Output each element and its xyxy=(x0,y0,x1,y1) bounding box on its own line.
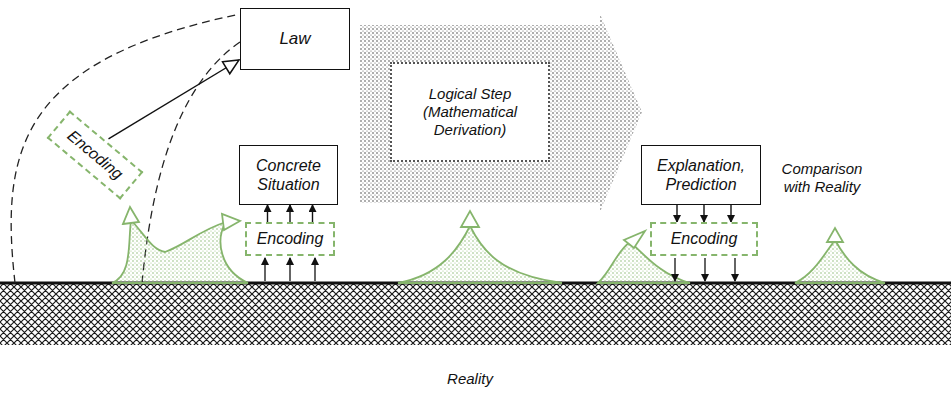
mound-arrowhead xyxy=(222,214,240,230)
node-text: Explanation, Prediction xyxy=(650,156,752,194)
connector xyxy=(268,205,313,222)
mound-arrowhead xyxy=(827,228,843,242)
small-arrow xyxy=(314,258,315,281)
connector-line xyxy=(108,60,239,139)
logical-arrow xyxy=(360,14,642,212)
situation-box: Concrete Situation xyxy=(239,145,338,205)
prediction-box: Explanation, Prediction xyxy=(641,145,761,205)
comparison-label: Comparison with Reality xyxy=(770,160,874,196)
connector-line xyxy=(289,205,290,222)
encoding-box: Encoding xyxy=(650,222,758,256)
connector xyxy=(108,60,239,139)
node-text: Encoding xyxy=(671,229,738,248)
mound-arrowhead xyxy=(624,231,645,248)
small-arrow xyxy=(289,258,290,281)
small-arrow xyxy=(674,258,675,281)
connector-line xyxy=(312,205,313,222)
encoding-box: Encoding xyxy=(245,222,335,256)
node-text: Law xyxy=(279,29,310,49)
mound-arrowhead xyxy=(461,211,479,227)
mound xyxy=(795,240,885,283)
node-text: Logical Step (Mathematical Derivation) xyxy=(400,85,540,139)
derivation-box: Logical Step (Mathematical Derivation) xyxy=(390,62,550,162)
connector xyxy=(677,205,731,222)
small-arrow xyxy=(734,258,735,281)
connector-line xyxy=(730,205,731,222)
node-text: Encoding xyxy=(257,229,324,248)
law-box: Law xyxy=(240,8,350,70)
mound-arrowhead xyxy=(123,207,139,224)
node-text: Encoding xyxy=(63,126,126,184)
connector-line xyxy=(267,205,268,222)
mound xyxy=(112,220,248,283)
connector-line xyxy=(703,205,704,222)
node-text: Concrete Situation xyxy=(248,156,329,194)
small-arrow xyxy=(264,258,265,281)
reality-label: Reality xyxy=(410,370,530,388)
small-arrow xyxy=(704,258,705,281)
ground-hatch xyxy=(0,283,951,345)
connector-line xyxy=(676,205,677,222)
encoding-box: Encoding xyxy=(47,110,144,199)
mound xyxy=(398,226,562,283)
